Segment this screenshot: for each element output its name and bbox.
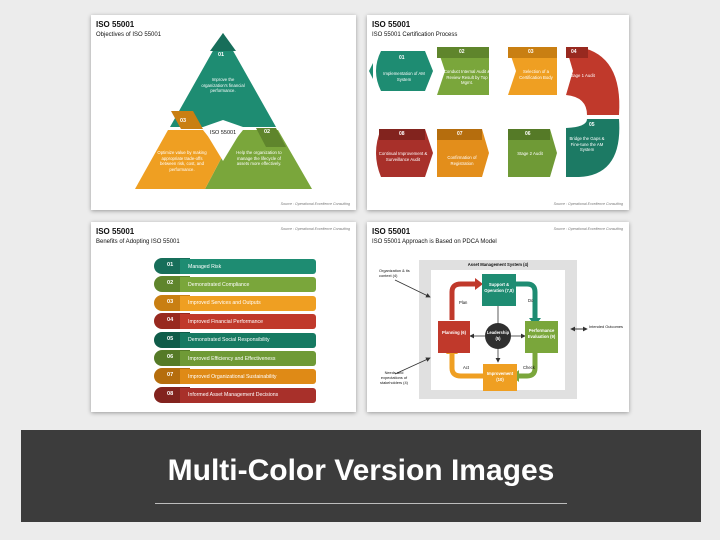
step-text-03: Selection of a Certification Body xyxy=(519,69,553,80)
step-tab-02 xyxy=(437,47,489,58)
process-flow xyxy=(369,47,620,177)
step-tab-03 xyxy=(508,47,557,58)
segment-number-02: 02 xyxy=(264,129,271,135)
source-note: Source : Operational Excellence Consulti… xyxy=(280,202,350,206)
step-number-07: 07 xyxy=(457,131,463,137)
step-tab-06 xyxy=(508,129,550,140)
step-text-08: Continual Improvement & Surveillance Aud… xyxy=(378,151,428,162)
slide-pdca-model[interactable]: ISO 55001 ISO 55001 Approach is Based on… xyxy=(367,222,629,412)
triangle-segment-03-tab xyxy=(171,111,203,129)
slide-title: ISO 55001 xyxy=(96,227,135,236)
slide-subtitle: ISO 55001 Certification Process xyxy=(372,32,458,38)
arrow-needs xyxy=(394,357,431,375)
triangle-center-label: ISO 55001 xyxy=(209,130,237,136)
benefit-label: Demonstrated Compliance xyxy=(180,277,316,293)
step-shape-05 xyxy=(566,119,620,177)
step-tab-04 xyxy=(566,47,588,58)
step-tab-08 xyxy=(379,129,425,140)
segment-text-03: Optimize value by making appropriate tra… xyxy=(157,150,207,172)
box-support-label: Support & Operation (7,8) xyxy=(484,282,514,293)
step-text-01: Implementation of AM System xyxy=(383,71,425,82)
slide-title: ISO 55001 xyxy=(372,227,411,236)
circle-leadership xyxy=(485,323,511,349)
step-number-01: 01 xyxy=(399,55,405,61)
benefit-label: Improved Efficiency and Effectiveness xyxy=(180,351,316,366)
slide-certification-process[interactable]: ISO 55001 ISO 55001 Certification Proces… xyxy=(367,15,629,210)
benefit-label: Informed Asset Management Decisions xyxy=(180,387,316,403)
step-tab-07 xyxy=(437,129,482,140)
box-improvement-label: Improvement (10) xyxy=(486,371,514,382)
benefit-label: Improved Services and Outputs xyxy=(180,295,316,311)
triangle-diagram xyxy=(135,33,312,189)
box-performance xyxy=(525,321,558,353)
arrow-context xyxy=(394,279,431,298)
segment-number-03: 03 xyxy=(180,118,187,124)
outcomes-label: Intended Outcomes xyxy=(589,324,623,329)
step-shape-03 xyxy=(508,47,557,95)
source-note: Source : Operational Excellence Consulti… xyxy=(280,227,350,231)
triangle-segment-03 xyxy=(135,130,223,189)
step-number-06: 06 xyxy=(525,131,531,137)
box-support xyxy=(482,274,516,306)
arrow-check xyxy=(517,350,538,379)
slide-benefits[interactable]: ISO 55001 Benefits of Adopting ISO 55001… xyxy=(91,222,356,412)
step-number-08: 08 xyxy=(399,131,405,137)
benefit-label: Improved Financial Performance xyxy=(180,314,316,330)
step-number-03: 03 xyxy=(528,49,534,55)
segment-number-01: 01 xyxy=(218,52,225,58)
arrow-act xyxy=(449,352,483,379)
context-label: Organization & its context (4) xyxy=(379,268,410,279)
step-shape-08 xyxy=(376,129,433,177)
label-plan: Plan xyxy=(459,300,468,305)
banner-underline xyxy=(155,503,567,504)
needs-label: Needs and expectations of stakeholders (… xyxy=(380,370,408,386)
box-improvement xyxy=(483,364,517,391)
slide-title: ISO 55001 xyxy=(96,20,135,29)
source-note: Source : Operational Excellence Consulti… xyxy=(553,202,623,206)
system-label: Asset Management System (4) xyxy=(467,262,529,267)
step-shape-02 xyxy=(437,47,489,95)
arrow-do xyxy=(513,281,538,320)
step-shape-07 xyxy=(437,129,489,177)
step-text-06: Stage 2 Audit xyxy=(517,151,543,156)
triangle-segment-01 xyxy=(170,33,276,127)
source-note: Source : Operational Excellence Consulti… xyxy=(553,227,623,231)
segment-text-02: Help the organization to manage the life… xyxy=(236,150,282,167)
label-do: Do xyxy=(528,298,534,303)
box-performance-label: Performance Evaluation (9) xyxy=(527,328,556,339)
arrow-plan xyxy=(449,281,477,320)
step-shape-06 xyxy=(508,129,557,177)
label-act: Act xyxy=(463,365,470,370)
step-text-05: Bridge the Gaps & Fine-tune the AM Syste… xyxy=(569,136,605,153)
box-planning xyxy=(438,321,470,353)
step-number-05: 05 xyxy=(589,122,595,128)
slide-objectives[interactable]: ISO 55001 Objectives of ISO 55001 01 Imp… xyxy=(91,15,356,210)
triangle-center xyxy=(203,128,243,161)
triangle-segment-01-tab xyxy=(210,33,236,51)
step-text-04: Stage 1 Audit xyxy=(569,73,595,78)
benefit-label: Improved Organizational Sustainability xyxy=(180,369,316,385)
segment-text-01: Improve the organization's financial per… xyxy=(201,77,245,94)
leadership-label: Leadership (5) xyxy=(486,330,510,341)
arrowhead-plan xyxy=(475,278,483,290)
benefit-label: Demonstrated Social Responsibility xyxy=(180,332,316,348)
step-shape-04 xyxy=(566,47,620,115)
pdca-diagram xyxy=(394,260,588,399)
slide-subtitle: Objectives of ISO 55001 xyxy=(96,32,162,38)
label-check: Check xyxy=(523,365,535,370)
step-shape-01 xyxy=(376,51,433,91)
step-number-02: 02 xyxy=(459,49,465,55)
step-text-02: Conduct Internal Audit & Review Result b… xyxy=(443,69,491,86)
triangle-segment-02-tab xyxy=(256,128,286,147)
version-banner: Multi-Color Version Images xyxy=(21,430,701,522)
benefit-label: Managed Risk xyxy=(180,259,316,274)
banner-title: Multi-Color Version Images xyxy=(167,454,555,487)
slide-title: ISO 55001 xyxy=(372,20,411,29)
slide-subtitle: ISO 55001 Approach is Based on PDCA Mode… xyxy=(372,239,497,245)
step-shape-01-tab xyxy=(369,63,373,79)
step-text-07: Confirmation of Registration xyxy=(447,155,477,166)
slide-subtitle: Benefits of Adopting ISO 55001 xyxy=(96,239,180,245)
box-planning-label: Planning (6) xyxy=(442,330,466,335)
step-number-04: 04 xyxy=(571,49,577,55)
